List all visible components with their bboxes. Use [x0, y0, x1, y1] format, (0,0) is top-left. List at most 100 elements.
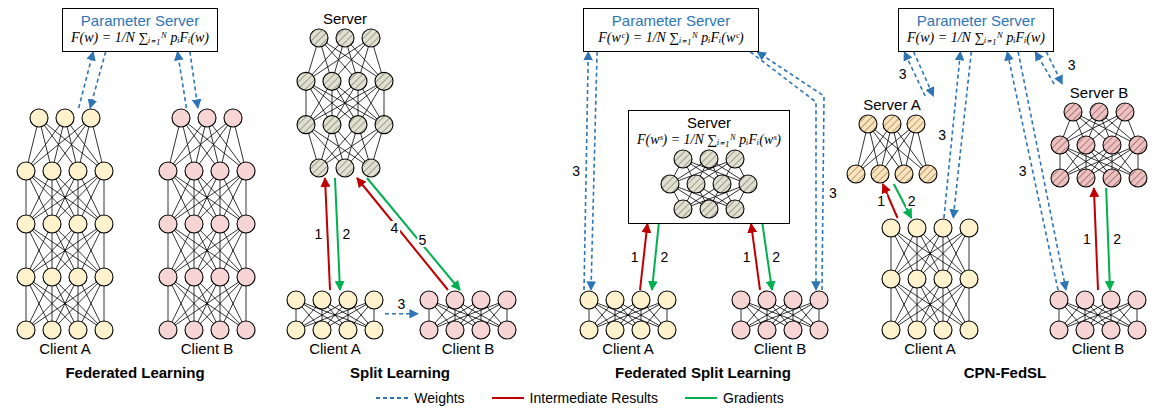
legend-item: Gradients: [684, 390, 784, 406]
neuron: [1128, 321, 1146, 339]
neuron: [237, 162, 255, 180]
neural-network: [295, 28, 395, 178]
neuron: [375, 72, 393, 90]
neuron: [661, 175, 679, 193]
neuron: [732, 321, 750, 339]
network-link: [26, 277, 104, 330]
weights-arrow: [1035, 52, 1054, 84]
step-number: 3: [396, 297, 408, 311]
network-label: Client B: [418, 340, 518, 358]
legend-sample: [684, 393, 718, 403]
gradient-arrow: [367, 178, 460, 290]
neuron: [580, 291, 598, 309]
neuron: [365, 321, 383, 339]
server-network: Server B: [1048, 84, 1150, 188]
neuron: [1129, 169, 1147, 187]
neuron: [211, 162, 229, 180]
network-link: [589, 300, 667, 330]
neuron: [871, 165, 889, 183]
network-link: [891, 228, 969, 279]
neuron: [95, 162, 113, 180]
neuron: [882, 270, 900, 288]
neuron: [446, 321, 464, 339]
neuron: [69, 321, 87, 339]
legend-sample: [491, 393, 525, 403]
neural-network: [872, 218, 988, 340]
panel-title: Split Learning: [350, 364, 450, 381]
neuron: [1050, 321, 1068, 339]
network-label: Server A: [846, 96, 938, 114]
network-link: [168, 277, 246, 330]
network-link: [65, 118, 104, 171]
neuron: [43, 321, 61, 339]
neuron: [606, 321, 624, 339]
neuron: [362, 159, 380, 177]
network-label: Client B: [730, 340, 830, 358]
network-link: [26, 277, 104, 330]
step-number: 1: [313, 227, 325, 241]
weights-arrow: [953, 52, 971, 218]
panel-title: Federated Learning: [65, 364, 204, 381]
neuron: [674, 200, 692, 218]
step-number: 1: [629, 250, 641, 264]
neuron: [43, 215, 61, 233]
network-link: [306, 81, 384, 124]
neural-network: [730, 290, 830, 340]
neuron: [758, 291, 776, 309]
neuron: [237, 215, 255, 233]
neural-network: [578, 290, 678, 340]
neural-network: [8, 108, 122, 340]
server-network: Server: [295, 10, 395, 178]
parameter-server-box: Parameter ServerF(w) = 1/N ∑ᵢ₌₁ᴺ pᵢFᵢ(w): [898, 8, 1054, 52]
neuron: [606, 291, 624, 309]
step-number: 5: [417, 233, 429, 247]
neuron: [658, 321, 676, 339]
formula: F(w) = 1/N ∑ᵢ₌₁ᴺ pᵢFᵢ(w): [71, 30, 209, 47]
neuron: [934, 321, 952, 339]
network-link: [1059, 300, 1137, 330]
server-network: Server A: [846, 96, 938, 184]
weights-arrow: [1046, 52, 1062, 84]
weights-arrow: [79, 52, 94, 108]
step-number: 3: [570, 164, 582, 178]
neuron: [895, 165, 913, 183]
neuron: [810, 321, 828, 339]
neuron: [17, 215, 35, 233]
neuron: [632, 321, 650, 339]
neuron: [784, 321, 802, 339]
neural-network: [644, 149, 774, 219]
neuron: [159, 215, 177, 233]
neural-network: [418, 290, 518, 340]
neuron: [934, 219, 952, 237]
step-number: 2: [770, 250, 782, 264]
neural-network: [150, 108, 264, 340]
neuron: [498, 291, 516, 309]
neuron: [934, 270, 952, 288]
neuron: [1103, 169, 1121, 187]
network-label: Client A: [578, 340, 678, 358]
neural-network: [1048, 290, 1148, 340]
neural-network: [285, 290, 385, 340]
legend-line: [492, 397, 524, 399]
neuron: [287, 321, 305, 339]
network-link: [39, 118, 78, 171]
step-number: 3: [936, 128, 948, 142]
formula: F(wᶜ) = 1/N ∑ᵢ₌₁ᴺ pᵢFᵢ(wᶜ): [592, 30, 750, 47]
weights-arrow: [584, 52, 588, 290]
network-link: [26, 224, 104, 277]
client-network: Client A: [872, 218, 988, 358]
legend-text: Weights: [414, 390, 464, 406]
network-link: [296, 300, 374, 330]
network-link: [181, 118, 220, 171]
neuron: [323, 72, 341, 90]
network-link: [306, 81, 384, 124]
network-link: [1060, 145, 1138, 178]
neuron: [472, 291, 490, 309]
neuron: [1077, 169, 1095, 187]
neuron: [472, 321, 490, 339]
neuron: [713, 175, 731, 193]
neuron: [82, 109, 100, 127]
neuron: [960, 321, 978, 339]
client-network: Client A: [285, 290, 385, 358]
neuron: [1050, 291, 1068, 309]
